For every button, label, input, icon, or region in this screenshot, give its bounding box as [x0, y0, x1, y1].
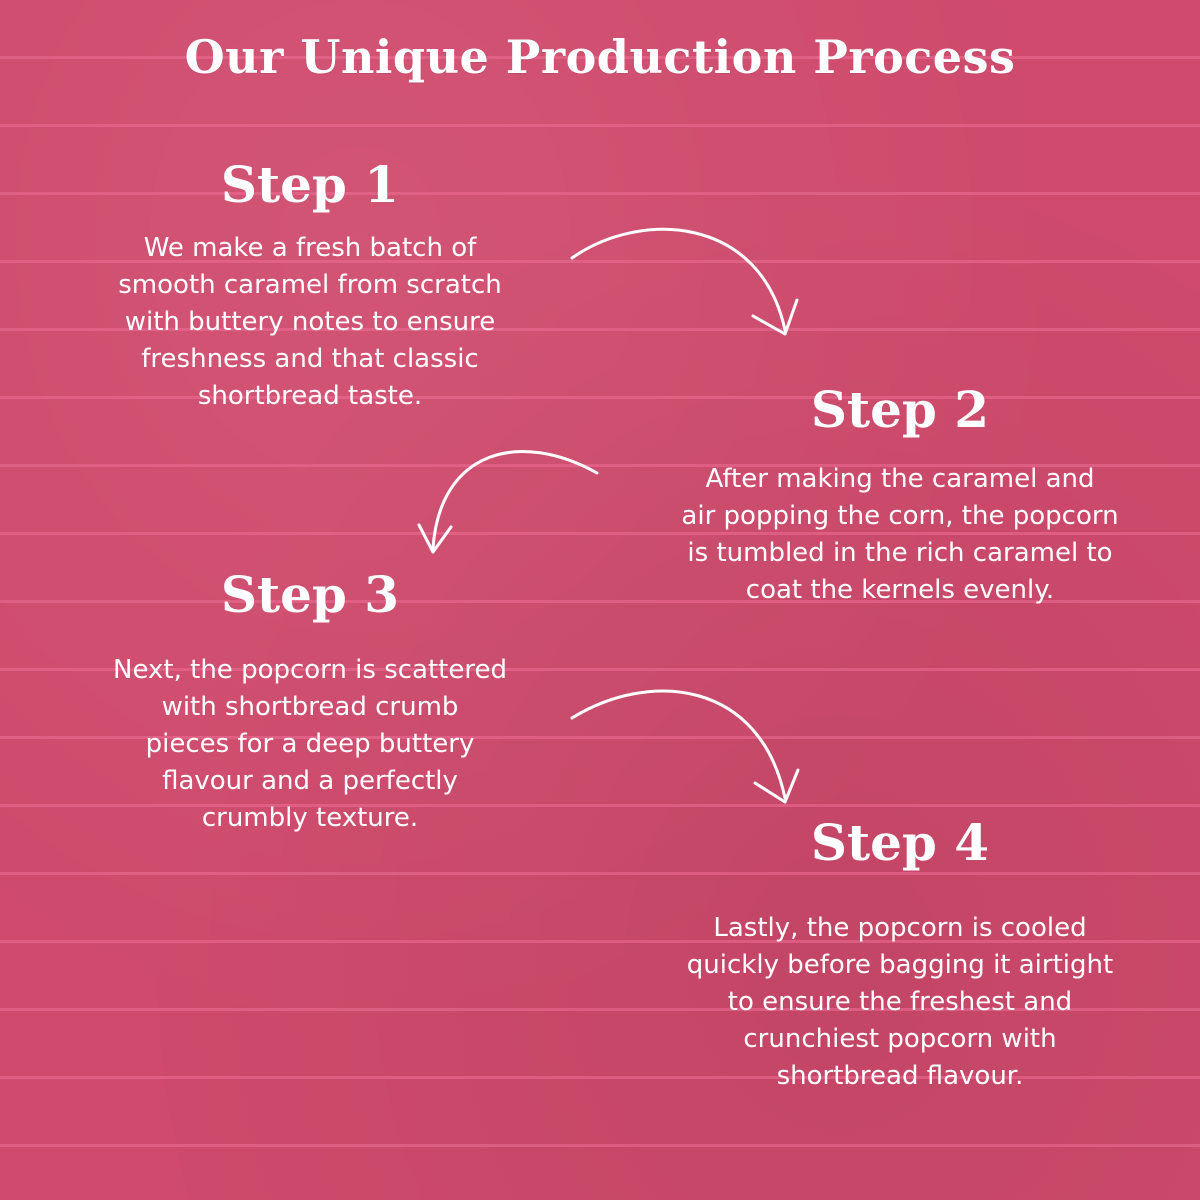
- curved-arrow-right-icon: [570, 227, 799, 336]
- page-title: Our Unique Production Process: [184, 30, 1016, 84]
- step-2-block: Step 2 After making the caramel and air …: [620, 385, 1180, 609]
- step-3-block: Step 3 Next, the popcorn is scattered wi…: [40, 570, 580, 837]
- step-1-heading: Step 1: [220, 155, 400, 214]
- step-4-block: Step 4 Lastly, the popcorn is cooled qui…: [620, 818, 1180, 1095]
- step-4-heading: Step 4: [810, 813, 990, 872]
- step-4-description: Lastly, the popcorn is cooled quickly be…: [686, 913, 1114, 1091]
- step-2-description: After making the caramel and air popping…: [681, 464, 1119, 605]
- step-3-heading: Step 3: [220, 565, 400, 624]
- step-3-description: Next, the popcorn is scattered with shor…: [113, 655, 507, 833]
- step-1-description: We make a fresh batch of smooth caramel …: [118, 233, 502, 411]
- curved-arrow-right-icon: [570, 689, 800, 804]
- step-2-heading: Step 2: [810, 380, 990, 439]
- step-1-block: Step 1 We make a fresh batch of smooth c…: [40, 160, 580, 415]
- curved-arrow-left-icon: [417, 450, 599, 554]
